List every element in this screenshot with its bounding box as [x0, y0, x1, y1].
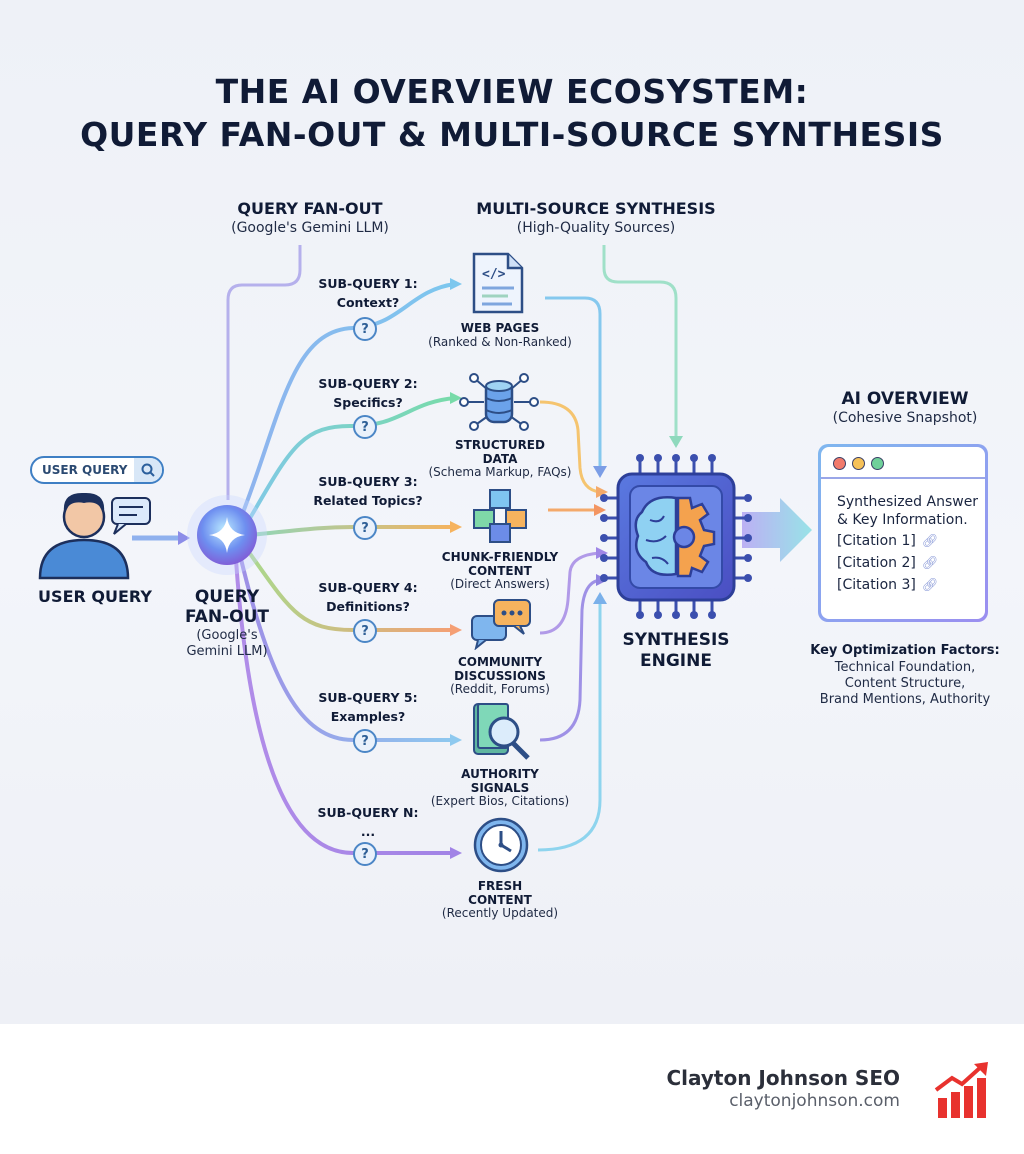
window-dots	[833, 457, 884, 470]
citation-2[interactable]: [Citation 2] 🔗︎	[837, 555, 938, 571]
ai-overview-title: AI OVERVIEW	[841, 389, 969, 409]
source-web-title: WEB PAGES	[460, 321, 540, 335]
source-fresh-title-2: CONTENT	[468, 893, 532, 907]
subquery-2-label: SUB-QUERY 2:Specifics?	[318, 376, 418, 410]
source-chunk-sub: (Direct Answers)	[450, 577, 550, 591]
overview-answer-line-2: & Key Information.	[837, 512, 968, 528]
overview-answer-line-1: Synthesized Answer	[837, 494, 979, 510]
fanout-curve-5	[238, 554, 455, 742]
synthesis-header-arrowhead	[669, 436, 683, 448]
source-fresh-title-1: FRESH	[477, 879, 523, 893]
fanout-curve-3	[249, 525, 455, 537]
source-web-to-engine	[545, 296, 602, 470]
subquery-5-question-icon: ?	[353, 729, 377, 753]
source-community-title-1: COMMUNITY	[457, 655, 543, 669]
source-authority-to-engine	[539, 578, 601, 742]
fanout-curve-1	[238, 282, 456, 521]
source-web-sub: (Ranked & Non-Ranked)	[428, 335, 572, 349]
citation-1[interactable]: [Citation 1] 🔗︎	[837, 533, 938, 549]
footer-brand-name: Clayton Johnson SEO	[666, 1066, 900, 1090]
key-factors-heading: Key Optimization Factors:	[810, 643, 1000, 658]
fanout-node-label-2: FAN-OUT	[185, 607, 269, 627]
chat-bubbles-icon	[471, 599, 531, 650]
fanout-column-title: QUERY FAN-OUT	[237, 199, 383, 218]
page-title-line-2: QUERY FAN-OUT & MULTI-SOURCE SYNTHESIS	[80, 115, 944, 154]
flow-diagram-svg	[38, 245, 812, 859]
fanout-curve-n	[234, 559, 455, 855]
key-factors-line-3: Brand Mentions, Authority	[819, 692, 991, 707]
window-minimize-dot	[852, 457, 865, 470]
window-maximize-dot	[871, 457, 884, 470]
synthesis-chip-icon	[600, 454, 752, 619]
search-icon[interactable]	[134, 458, 162, 482]
user-query-label: USER QUERY	[38, 587, 152, 606]
synthesis-header-connector	[602, 245, 678, 440]
subquery-5-label: SUB-QUERY 5:Examples?	[318, 690, 418, 724]
cubes-icon	[473, 489, 527, 543]
window-close-dot	[833, 457, 846, 470]
fanout-node-sub-2: Gemini LLM)	[186, 644, 268, 659]
subquery-1-question-icon: ?	[353, 317, 377, 341]
source-authority-title-1: AUTHORITY	[461, 767, 539, 781]
book-magnifier-icon	[473, 703, 530, 760]
source-fresh-sub: (Recently Updated)	[441, 906, 559, 920]
key-factors-line-1: Technical Foundation,	[834, 660, 976, 675]
subquery-3-label: SUB-QUERY 3:Related Topics?	[313, 474, 423, 508]
fanout-curve-2	[244, 396, 456, 527]
source-structured-title-1: STRUCTURED	[455, 438, 545, 452]
subquery-3-question-icon: ?	[353, 516, 377, 540]
fanout-curve-4	[244, 546, 455, 632]
synthesis-engine-label-1: SYNTHESIS	[622, 630, 730, 650]
ai-overview-subtitle: (Cohesive Snapshot)	[832, 410, 978, 426]
source-structured-sub: (Schema Markup, FAQs)	[428, 465, 572, 479]
fanout-header-connector	[226, 245, 302, 500]
source-authority-sub: (Expert Bios, Citations)	[430, 794, 570, 808]
link-icon: 🔗︎	[921, 533, 939, 549]
subquery-4-question-icon: ?	[353, 619, 377, 643]
source-fresh-to-engine	[537, 600, 602, 852]
footer-brand-url[interactable]: claytonjohnson.com	[729, 1091, 900, 1111]
source-chunk-title-1: CHUNK-FRIENDLY	[441, 550, 559, 564]
source-authority-title-2: SIGNALS	[470, 781, 530, 795]
source-chunk-title-2: CONTENT	[468, 564, 532, 578]
source-structured-title-2: DATA	[482, 452, 518, 466]
source-community-to-engine	[539, 551, 601, 635]
citation-2-text: [Citation 2]	[837, 555, 916, 571]
citation-3-text: [Citation 3]	[837, 577, 916, 593]
subquery-n-question-icon: ?	[353, 842, 377, 866]
key-factors-line-2: Content Structure,	[844, 676, 966, 691]
source-structured-to-engine	[539, 400, 601, 494]
diagram-canvas: THE AI OVERVIEW ECOSYSTEM: QUERY FAN-OUT…	[0, 0, 1024, 1024]
citation-1-text: [Citation 1]	[837, 533, 916, 549]
source-community-sub: (Reddit, Forums)	[450, 682, 550, 696]
brand-bar-chart-logo-icon	[934, 1062, 988, 1118]
search-box-text: USER QUERY	[42, 463, 128, 477]
footer: Clayton Johnson SEO claytonjohnson.com	[0, 1024, 1024, 1154]
synthesis-column-title: MULTI-SOURCE SYNTHESIS	[476, 199, 716, 218]
synthesis-column-subtitle: (High-Quality Sources)	[516, 220, 676, 236]
subquery-n-label: SUB-QUERY N:...	[317, 805, 419, 839]
window-divider	[821, 477, 985, 479]
link-icon: 🔗︎	[921, 577, 939, 593]
svg-text:</>: </>	[482, 267, 506, 282]
subquery-1-label: SUB-QUERY 1:Context?	[318, 276, 418, 310]
fanout-node-sub-1: (Google's	[196, 628, 258, 643]
clock-icon	[473, 817, 529, 873]
web-page-code-icon: </>	[472, 252, 524, 314]
fanout-node-label-1: QUERY	[194, 587, 260, 607]
user-query-search-box[interactable]: USER QUERY	[30, 456, 164, 484]
fanout-star-icon	[187, 495, 267, 575]
subquery-2-question-icon: ?	[353, 415, 377, 439]
link-icon: 🔗︎	[921, 555, 939, 571]
engine-to-overview-arrow	[742, 498, 812, 562]
ai-overview-card: Synthesized Answer & Key Information. [C…	[818, 444, 988, 622]
page-title-line-1: THE AI OVERVIEW ECOSYSTEM:	[215, 72, 809, 111]
synthesis-engine-label-2: ENGINE	[640, 651, 712, 671]
database-network-icon	[459, 373, 539, 431]
user-avatar-icon	[38, 492, 151, 580]
source-community-title-2: DISCUSSIONS	[454, 669, 546, 683]
citation-3[interactable]: [Citation 3] 🔗︎	[837, 577, 938, 593]
subquery-4-label: SUB-QUERY 4:Definitions?	[318, 580, 418, 614]
fanout-column-subtitle: (Google's Gemini LLM)	[231, 220, 389, 236]
